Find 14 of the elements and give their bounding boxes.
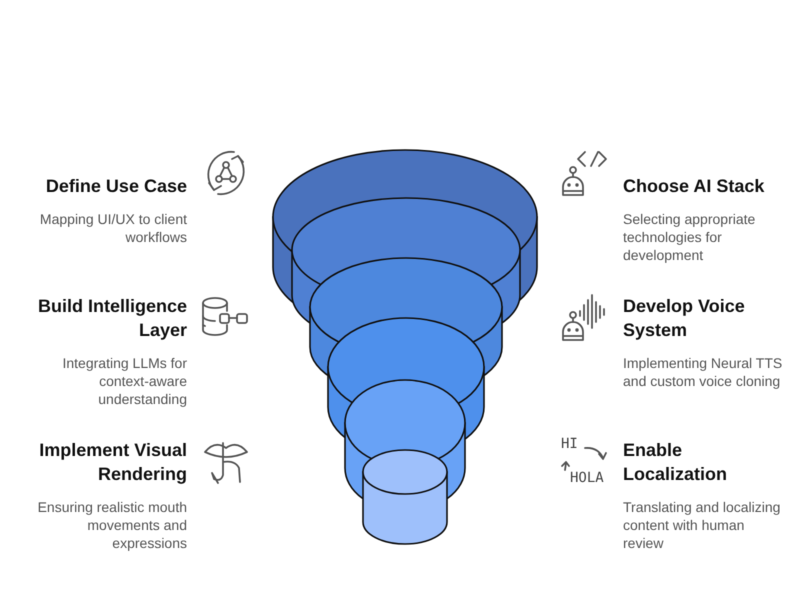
step-title: Choose AI Stack (623, 175, 766, 198)
step-description: Ensuring realistic mouth movements and expressions (36, 498, 187, 552)
step-title: Develop Voice System (623, 295, 746, 342)
language-text: HI (561, 436, 579, 452)
step-title: Implement Visual Rendering (38, 439, 187, 486)
step-description: Selecting appropriate technologies for development (623, 210, 756, 264)
step-title: Enable Localization (623, 439, 728, 486)
step-description: Mapping UI/UX to client workflows (38, 210, 187, 246)
step-title: Build Intelligence Layer (36, 295, 187, 342)
step-title: Define Use Case (44, 175, 187, 198)
step-description: Translating and localizing content with human review (623, 498, 782, 552)
step-description: Integrating LLMs for context-aware understanding (61, 354, 187, 408)
step-description: Implementing Neural TTS and custom voice cloning (623, 354, 783, 390)
language-text: HOLA (570, 470, 605, 486)
